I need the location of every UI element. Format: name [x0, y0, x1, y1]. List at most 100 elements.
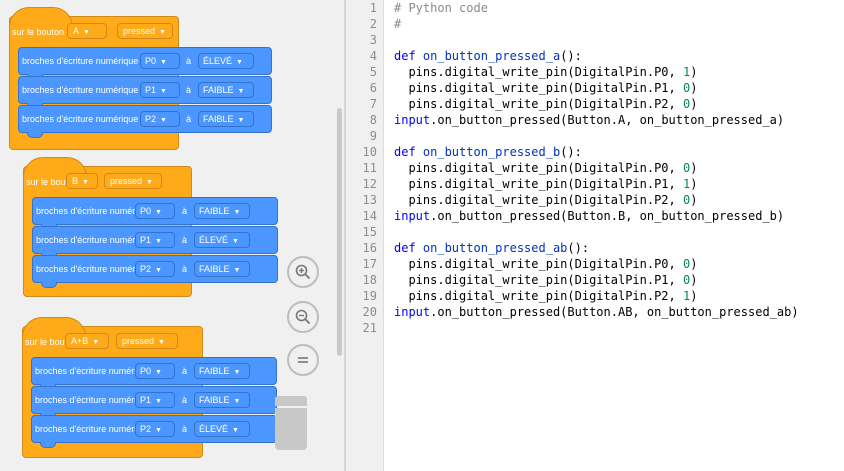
pin-dropdown[interactable]: P0▼: [135, 203, 175, 219]
pin-dropdown[interactable]: P2▼: [140, 111, 180, 127]
digital-write-pin-block[interactable]: broches d'écriture numérique P2▼ à ÉLEVÉ…: [31, 415, 277, 448]
dropdown-arrow-icon: ▼: [160, 117, 167, 124]
pin-dropdown[interactable]: P1▼: [135, 232, 175, 248]
code-line[interactable]: pins.digital_write_pin(DigitalPin.P0, 1): [394, 64, 697, 80]
line-number: 18: [362, 273, 377, 287]
code-token: ): [690, 273, 698, 287]
dropdown-arrow-icon: ▼: [155, 398, 162, 405]
dropdown-arrow-icon: ▼: [233, 209, 241, 216]
zoom-in-button[interactable]: [287, 256, 319, 288]
code-line[interactable]: def on_button_pressed_b():: [394, 144, 582, 160]
code-token: ): [690, 257, 698, 271]
trash-icon: [275, 396, 307, 406]
dropdown-arrow-icon: ▼: [160, 59, 167, 66]
block-notch: [27, 132, 43, 138]
code-token: on_button_pressed_b: [422, 145, 561, 159]
block-connector-text: à: [182, 366, 188, 376]
code-token: input: [394, 305, 431, 319]
trash-body: [275, 408, 307, 450]
code-token: 0: [682, 161, 691, 175]
code-line[interactable]: pins.digital_write_pin(DigitalPin.P2, 1): [394, 288, 697, 304]
code-line[interactable]: #: [394, 16, 401, 32]
code-line[interactable]: pins.digital_write_pin(DigitalPin.P1, 0): [394, 80, 697, 96]
line-number: 3: [369, 33, 377, 47]
value-dropdown[interactable]: ÉLEVÉ▼: [194, 232, 250, 248]
code-token: ): [690, 289, 698, 303]
dropdown-arrow-icon: ▼: [233, 267, 241, 274]
value-dropdown[interactable]: FAIBLE▼: [194, 203, 250, 219]
digital-write-pin-block[interactable]: broches d'écriture numérique P0▼ à FAIBL…: [32, 197, 278, 230]
dropdown-arrow-icon: ▼: [232, 427, 239, 434]
dropdown-arrow-icon: ▼: [83, 29, 90, 36]
zoom-out-icon: [295, 309, 311, 325]
pin-dropdown[interactable]: P1▼: [135, 392, 175, 408]
block-label: broches d'écriture numérique: [35, 424, 152, 434]
code-line[interactable]: pins.digital_write_pin(DigitalPin.P0, 0): [394, 256, 697, 272]
event-block-on-button[interactable]: sur le bouton A▼ pressed▼ broches d'écri…: [9, 7, 272, 150]
value-dropdown[interactable]: FAIBLE▼: [194, 392, 250, 408]
zoom-reset-icon: [298, 357, 308, 363]
code-token: pins.digital_write_pin(DigitalPin.P2,: [394, 193, 683, 207]
digital-write-pin-block[interactable]: broches d'écriture numérique P0▼ à ÉLEVÉ…: [18, 47, 272, 80]
code-line[interactable]: pins.digital_write_pin(DigitalPin.P0, 0): [394, 160, 697, 176]
code-line[interactable]: pins.digital_write_pin(DigitalPin.P1, 0): [394, 272, 697, 288]
digital-write-pin-block[interactable]: broches d'écriture numérique P2▼ à FAIBL…: [32, 255, 278, 288]
workspace-scrollbar[interactable]: [337, 108, 342, 356]
button-dropdown[interactable]: B▼: [66, 173, 98, 189]
state-dropdown[interactable]: pressed▼: [104, 173, 162, 189]
code-token: pins.digital_write_pin(DigitalPin.P1,: [394, 273, 683, 287]
line-number: 21: [362, 321, 377, 335]
value-dropdown[interactable]: FAIBLE▼: [198, 82, 254, 98]
code-line[interactable]: # Python code: [394, 0, 488, 16]
event-label: sur le bouton: [26, 177, 79, 187]
code-line[interactable]: def on_button_pressed_ab():: [394, 240, 589, 256]
digital-write-pin-block[interactable]: broches d'écriture numérique P1▼ à FAIBL…: [31, 386, 277, 419]
code-token: ): [690, 81, 698, 95]
panel-divider[interactable]: [344, 0, 346, 471]
code-line[interactable]: input.on_button_pressed(Button.B, on_but…: [394, 208, 784, 224]
digital-write-pin-block[interactable]: broches d'écriture numérique P1▼ à ÉLEVÉ…: [32, 226, 278, 259]
block-label: broches d'écriture numérique: [22, 85, 139, 95]
blocks-workspace[interactable]: sur le bouton A▼ pressed▼ broches d'écri…: [0, 0, 344, 471]
line-number: 2: [369, 17, 377, 31]
digital-write-pin-block[interactable]: broches d'écriture numérique P2▼ à FAIBL…: [18, 105, 272, 138]
code-token: .on_button_pressed(Button.AB, on_button_…: [430, 305, 799, 319]
pin-dropdown[interactable]: P0▼: [135, 363, 175, 379]
button-dropdown[interactable]: A+B▼: [65, 333, 109, 349]
value-dropdown[interactable]: ÉLEVÉ▼: [198, 53, 254, 69]
code-token: input: [394, 209, 431, 223]
event-block-on-button[interactable]: sur le bouton B▼ pressed▼ broches d'écri…: [23, 157, 278, 297]
block-label: broches d'écriture numérique: [22, 114, 139, 124]
code-line[interactable]: pins.digital_write_pin(DigitalPin.P1, 1): [394, 176, 697, 192]
block-notch: [41, 282, 57, 288]
code-line[interactable]: pins.digital_write_pin(DigitalPin.P2, 0): [394, 96, 697, 112]
state-dropdown[interactable]: pressed▼: [117, 23, 173, 39]
zoom-out-button[interactable]: [287, 301, 319, 333]
block-connector-text: à: [182, 264, 188, 274]
state-dropdown[interactable]: pressed▼: [116, 333, 178, 349]
value-dropdown[interactable]: FAIBLE▼: [194, 363, 250, 379]
digital-write-pin-block[interactable]: broches d'écriture numérique P1▼ à FAIBL…: [18, 76, 272, 109]
code-line[interactable]: pins.digital_write_pin(DigitalPin.P2, 0): [394, 192, 697, 208]
event-block-on-button[interactable]: sur le bouton A+B▼ pressed▼ broches d'éc…: [22, 317, 277, 458]
code-line[interactable]: input.on_button_pressed(Button.AB, on_bu…: [394, 304, 799, 320]
pin-dropdown[interactable]: P2▼: [135, 421, 175, 437]
value-dropdown[interactable]: ÉLEVÉ▼: [194, 421, 250, 437]
dropdown-arrow-icon: ▼: [155, 427, 162, 434]
zoom-reset-button[interactable]: [287, 344, 319, 376]
code-token: 0: [682, 97, 691, 111]
value-dropdown[interactable]: FAIBLE▼: [194, 261, 250, 277]
button-dropdown[interactable]: A▼: [67, 23, 107, 39]
dropdown-arrow-icon: ▼: [155, 238, 162, 245]
value-dropdown[interactable]: FAIBLE▼: [198, 111, 254, 127]
pin-dropdown[interactable]: P0▼: [140, 53, 180, 69]
dropdown-arrow-icon: ▼: [82, 179, 89, 186]
code-line[interactable]: input.on_button_pressed(Button.A, on_but…: [394, 112, 784, 128]
pin-dropdown[interactable]: P2▼: [135, 261, 175, 277]
trash-can[interactable]: [273, 396, 309, 451]
code-line[interactable]: def on_button_pressed_a():: [394, 48, 582, 64]
code-token: pins.digital_write_pin(DigitalPin.P1,: [394, 177, 683, 191]
digital-write-pin-block[interactable]: broches d'écriture numérique P0▼ à FAIBL…: [31, 357, 277, 390]
pin-dropdown[interactable]: P1▼: [140, 82, 180, 98]
